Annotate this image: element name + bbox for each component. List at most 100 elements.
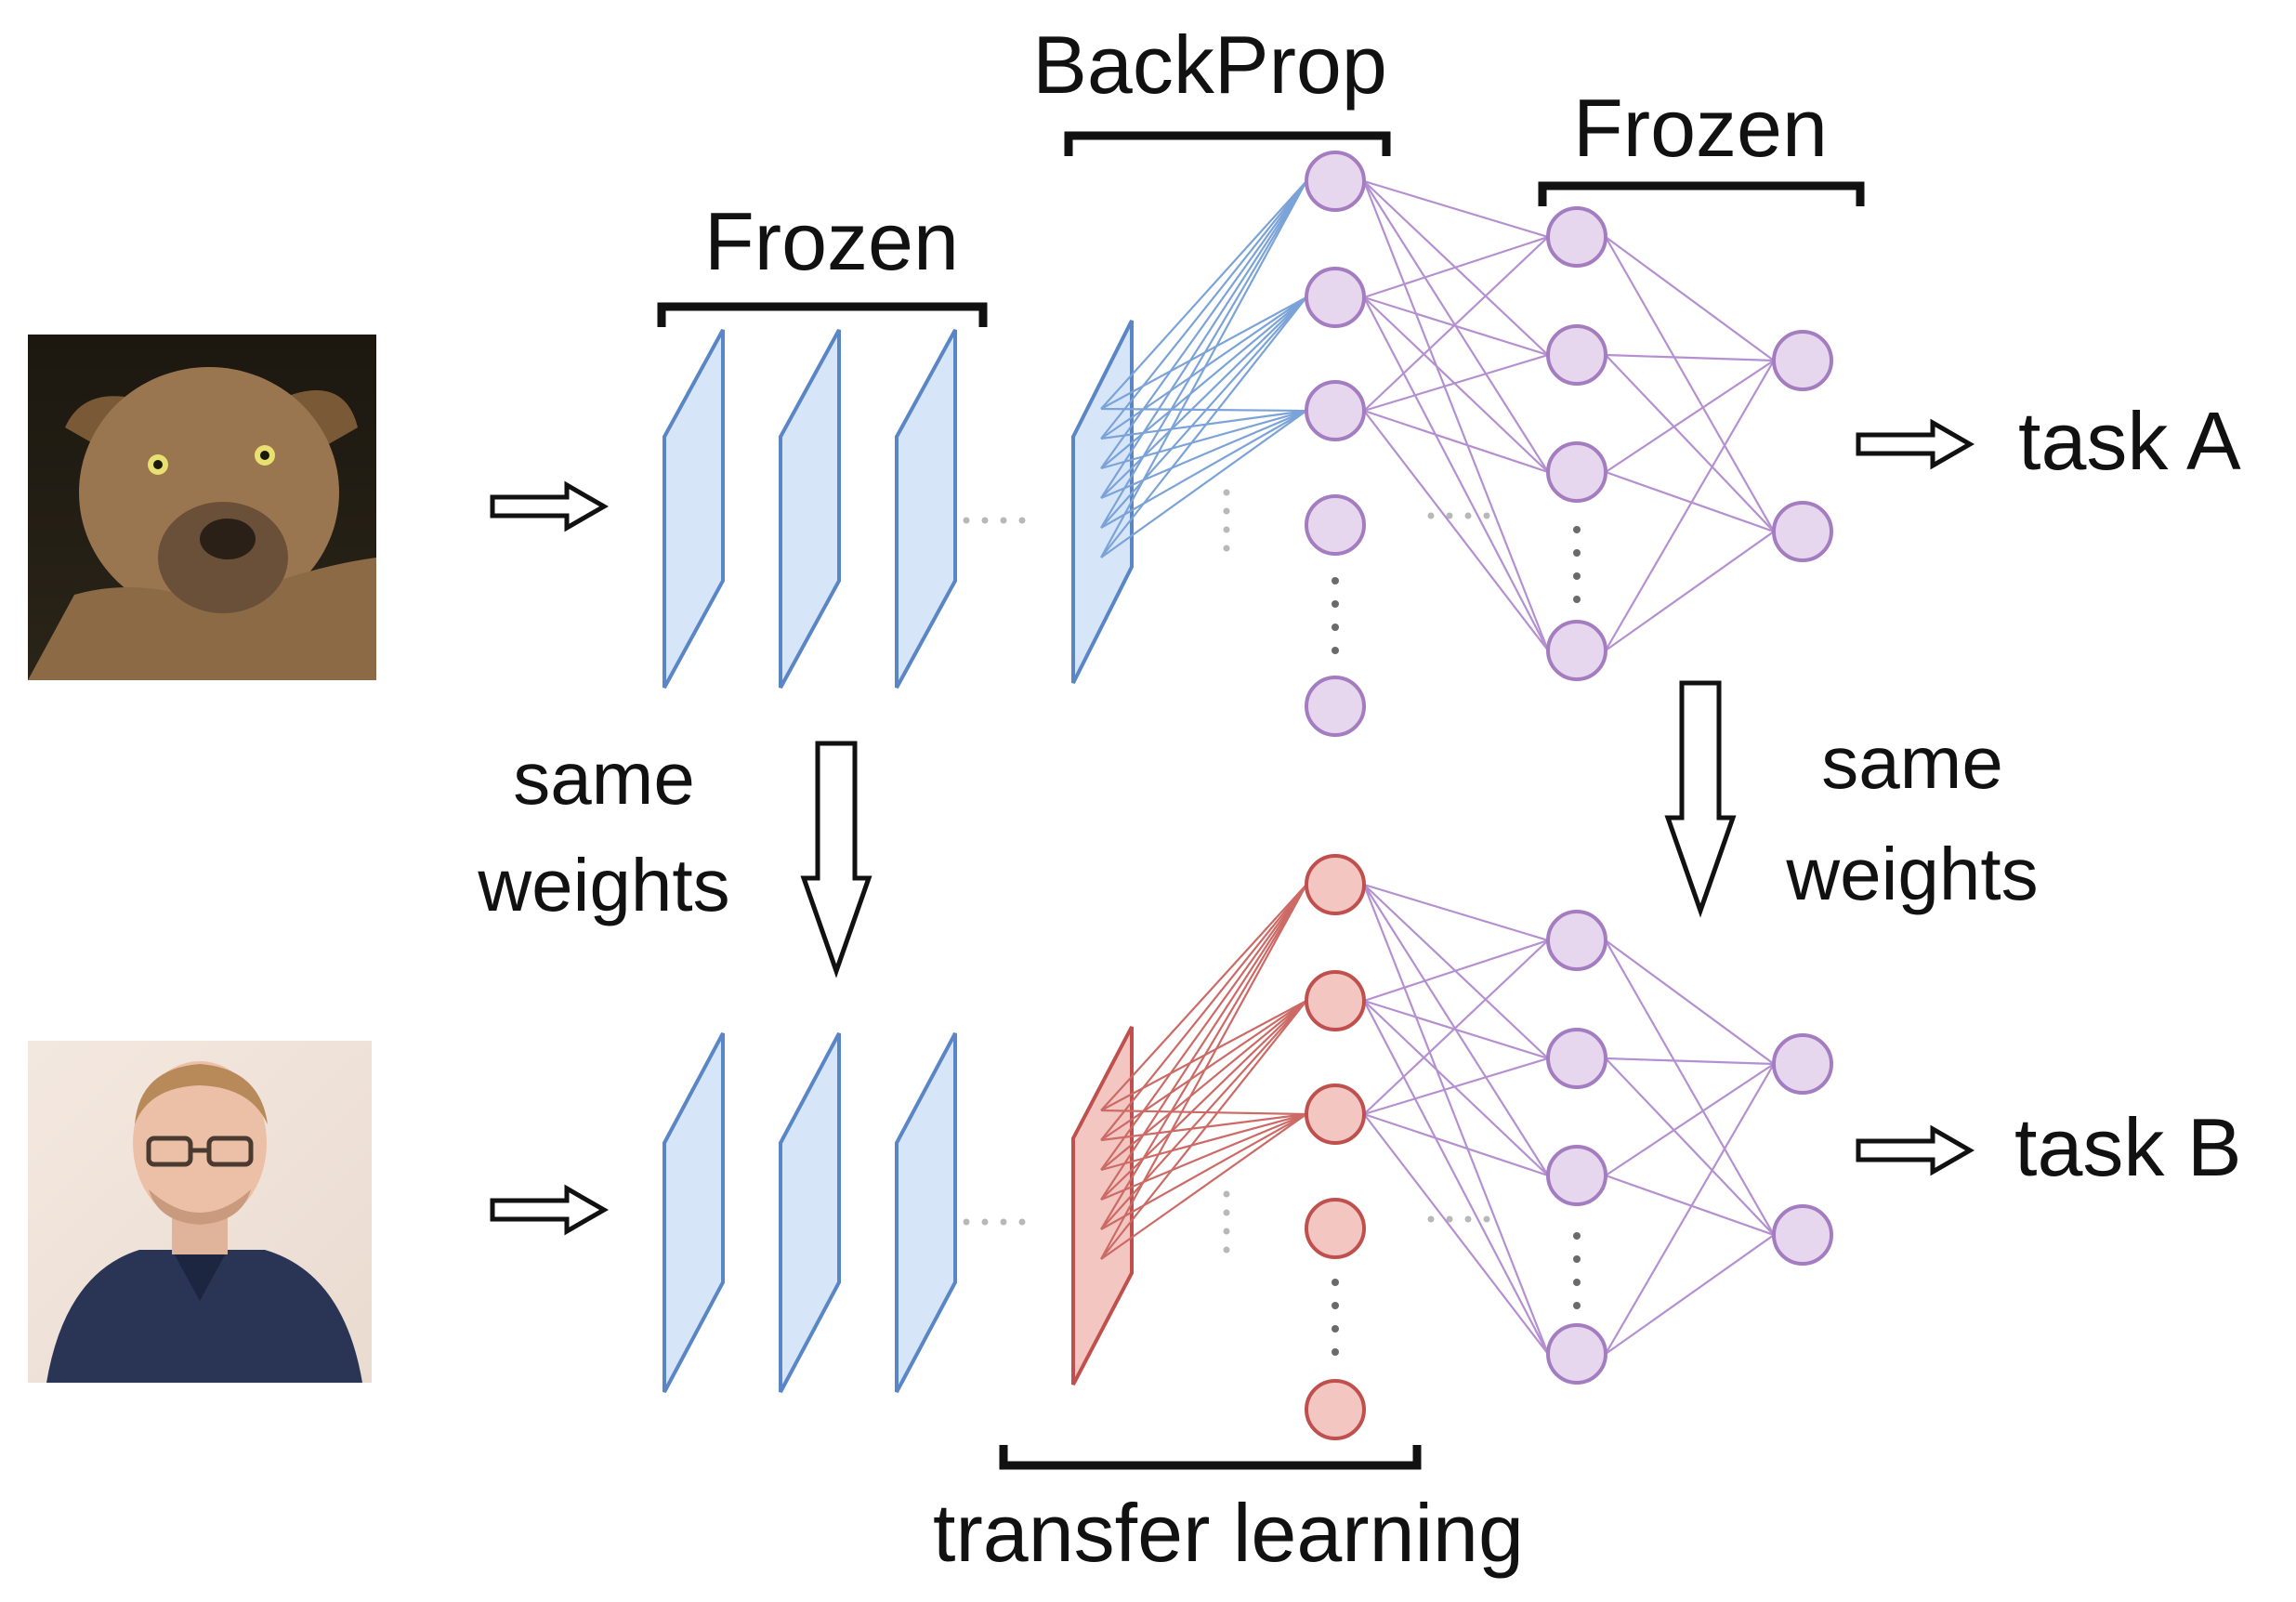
edge-panel-to-neuron (1100, 1000, 1307, 1201)
edge-neuron-to-neuron (1605, 1234, 1775, 1355)
backprop-label: BackProp (1032, 19, 1387, 111)
edge-neuron-to-neuron (1363, 1112, 1549, 1177)
edge-neuron-to-neuron (1362, 884, 1550, 1355)
output-arrow-icon (1856, 1124, 1975, 1176)
edge-neuron-to-neuron (1605, 360, 1775, 473)
neuron-node (1772, 1204, 1833, 1266)
edge-panel-to-neuron (1100, 296, 1307, 469)
edge-panel-to-neuron (1100, 884, 1307, 1171)
edge-panel-to-neuron (1100, 180, 1307, 410)
bracket-frozen-right (1538, 181, 1865, 206)
frozen-layers-bottom (663, 1032, 957, 1393)
neuron-node (1546, 441, 1607, 503)
edge-neuron-to-neuron (1605, 236, 1775, 532)
edge-panel-to-neuron (1100, 1109, 1307, 1116)
network-neurons (1305, 151, 1833, 1440)
edge-panel-to-neuron (1100, 296, 1307, 558)
edge-panel-to-neuron (1100, 1112, 1307, 1142)
edge-neuron-to-neuron (1605, 470, 1775, 533)
person-photo (28, 1041, 372, 1383)
transfer-learning-label: transfer learning (933, 1487, 1524, 1579)
neuron-node (1305, 854, 1366, 915)
edge-panel-to-neuron (1100, 1000, 1307, 1230)
bracket-backprop (1064, 131, 1391, 156)
same-weights-left-line1: same (513, 737, 695, 820)
edge-panel-to-neuron (1100, 1000, 1307, 1260)
neuron-node (1546, 324, 1607, 386)
neuron-node (1305, 1083, 1366, 1145)
output-arrow-icon (1856, 418, 1975, 470)
edge-neuron-to-neuron (1605, 1174, 1775, 1237)
bracket-transfer-learning (999, 1445, 1422, 1470)
edge-neuron-to-neuron (1363, 236, 1549, 412)
feature-map-panel (895, 329, 957, 689)
edge-panel-to-neuron (1100, 409, 1307, 440)
edge-panel-to-neuron (1100, 409, 1307, 500)
task-a-label: task A (2018, 395, 2241, 487)
edge-panel-to-neuron (1100, 180, 1307, 469)
neuron-node (1305, 267, 1366, 328)
edge-neuron-to-neuron (1363, 883, 1549, 942)
edge-neuron-to-neuron (1605, 531, 1775, 651)
edge-panel-to-neuron (1100, 410, 1307, 558)
edge-neuron-to-neuron (1363, 1000, 1549, 1176)
edge-neuron-to-neuron (1363, 410, 1549, 651)
edge-panel-to-neuron (1100, 296, 1307, 529)
neuron-node (1305, 380, 1366, 441)
down-arrow-icon (800, 741, 872, 978)
edge-panel-to-neuron (1100, 296, 1307, 499)
frozen-left-label: Frozen (704, 195, 959, 287)
edge-neuron-to-neuron (1363, 1113, 1549, 1355)
edge-neuron-to-neuron (1363, 295, 1549, 357)
edge-neuron-to-neuron (1363, 179, 1549, 239)
edge-neuron-to-neuron (1363, 409, 1549, 474)
neuron-node (1305, 1379, 1366, 1440)
neuron-node (1546, 620, 1607, 681)
frozen-layers-top (663, 320, 1134, 689)
neuron-node (1305, 494, 1366, 556)
neuron-node (1546, 1028, 1607, 1089)
edge-neuron-to-neuron (1605, 360, 1775, 651)
neuron-node (1546, 1323, 1607, 1385)
vertical-ellipsis (1332, 526, 1581, 1356)
edge-panel-to-neuron (1100, 180, 1307, 558)
edge-neuron-to-neuron (1363, 235, 1549, 299)
edge-neuron-to-neuron (1363, 353, 1549, 413)
edge-neuron-to-neuron (1605, 353, 1775, 362)
feature-map-panel (663, 329, 725, 689)
edge-neuron-to-neuron (1605, 1057, 1775, 1066)
edge-neuron-to-neuron (1605, 236, 1775, 361)
edge-panel-to-neuron (1100, 1112, 1307, 1202)
network-edges (1100, 179, 1775, 1355)
input-arrow-icon (490, 480, 610, 532)
feature-map-panel (779, 329, 841, 689)
edge-panel-to-neuron (1100, 1112, 1307, 1172)
neuron-node (1546, 910, 1607, 971)
same-weights-right-line1: same (1821, 721, 2003, 804)
edge-panel-to-neuron (1100, 1113, 1307, 1260)
edge-panel-to-neuron (1100, 1113, 1307, 1230)
edge-neuron-to-neuron (1605, 1063, 1775, 1176)
feature-map-panel (779, 1032, 841, 1393)
edge-panel-to-neuron (1100, 884, 1307, 1260)
edge-neuron-to-neuron (1605, 354, 1775, 532)
edge-neuron-to-neuron (1362, 180, 1550, 651)
neuron-node (1305, 151, 1366, 212)
edge-neuron-to-neuron (1363, 939, 1549, 1115)
neuron-node (1772, 501, 1833, 562)
tuned-feature-map-panel (1071, 1026, 1134, 1385)
edge-neuron-to-neuron (1363, 999, 1549, 1060)
edge-panel-to-neuron (1100, 1000, 1307, 1171)
edge-neuron-to-neuron (1605, 939, 1775, 1236)
edge-neuron-to-neuron (1605, 939, 1775, 1065)
same-weights-right-line2: weights (1785, 833, 2038, 915)
input-arrow-icon (490, 1184, 610, 1236)
edge-neuron-to-neuron (1363, 296, 1549, 473)
bracket-frozen-left (657, 302, 988, 327)
task-b-label: task B (2014, 1101, 2242, 1193)
edge-neuron-to-neuron (1605, 1063, 1775, 1355)
edge-neuron-to-neuron (1605, 1057, 1775, 1236)
ellipsis-dots (963, 489, 1490, 1254)
edge-panel-to-neuron (1100, 884, 1307, 1111)
